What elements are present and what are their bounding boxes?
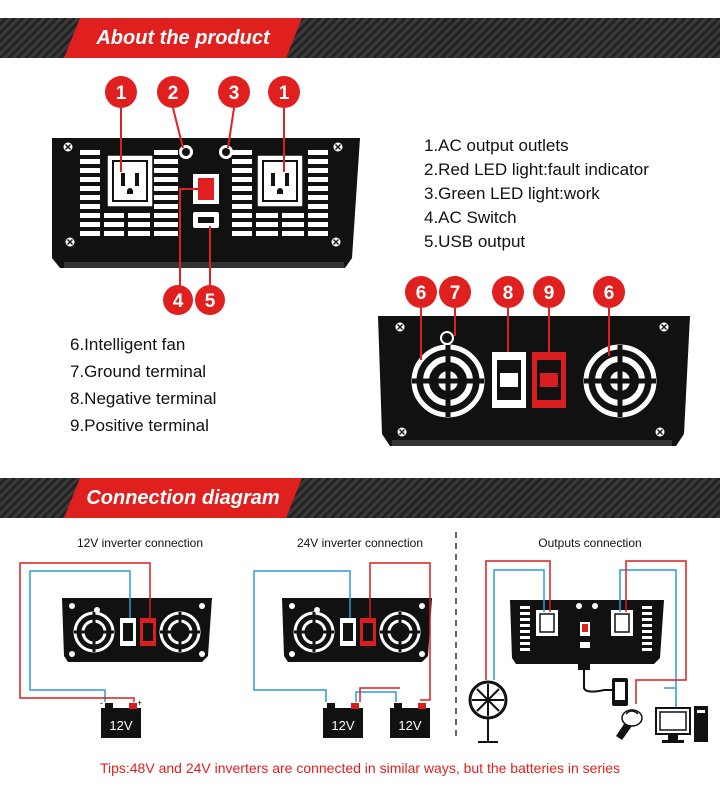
label-3: 3.Green LED light:work	[424, 184, 600, 203]
connection-24v-diagram	[253, 562, 434, 738]
label-5: 5.USB output	[424, 232, 526, 251]
caption-outputs: Outputs connection	[538, 536, 642, 550]
inverter-front-panel	[52, 138, 360, 268]
label-1: 1.AC output outlets	[424, 136, 569, 155]
front-labels-list: 1.AC output outlets 2.Red LED light:faul…	[424, 134, 649, 254]
connection-title: Connection diagram	[86, 487, 280, 509]
about-header-tag: About the product	[64, 18, 302, 58]
label-2: 2.Red LED light:fault indicator	[424, 160, 649, 179]
label-7: 7.Ground terminal	[70, 362, 207, 381]
standing-fan-icon	[468, 680, 508, 743]
marker-9: 9	[544, 283, 555, 304]
marker-1b: 1	[279, 83, 290, 104]
connection-header-tag: Connection diagram	[64, 478, 302, 518]
label-9: 9.Positive terminal	[70, 416, 209, 435]
marker-5: 5	[205, 291, 216, 312]
label-8: 8.Negative terminal	[70, 389, 217, 408]
inverter-back-panel	[378, 316, 690, 446]
marker-1a: 1	[116, 83, 127, 104]
caption-12v: 12V inverter connection	[76, 536, 204, 550]
computer-icon	[655, 706, 708, 743]
usb-phone-icon	[578, 660, 628, 706]
back-leader-lines	[420, 308, 610, 360]
connection-outputs-diagram	[468, 560, 708, 743]
tip-text: Tips:48V and 24V inverters are connected…	[99, 760, 621, 776]
marker-2: 2	[168, 83, 179, 104]
label-4: 4.AC Switch	[424, 208, 517, 227]
back-top-markers	[405, 276, 625, 308]
fan-right-icon	[584, 345, 656, 417]
marker-6b: 6	[604, 283, 615, 304]
caption-24v: 24V inverter connection	[296, 536, 424, 550]
back-labels-list: 6.Intelligent fan 7.Ground terminal 8.Ne…	[70, 331, 216, 439]
marker-8: 8	[503, 283, 514, 304]
marker-4: 4	[173, 291, 184, 312]
label-6: 6.Intelligent fan	[70, 335, 186, 354]
battery-12v-label: 12V	[109, 718, 133, 733]
svg-text:-: -	[100, 698, 103, 708]
marker-3: 3	[229, 83, 240, 104]
connection-12v-diagram: - +	[19, 562, 214, 738]
front-leader-lines	[120, 107, 285, 286]
fan-left-icon	[412, 345, 484, 417]
battery-24v-right-label: 12V	[398, 718, 422, 733]
svg-text:+: +	[137, 698, 142, 708]
front-bottom-markers	[163, 285, 225, 315]
marker-7: 7	[450, 283, 461, 304]
about-title: About the product	[96, 27, 270, 49]
light-bulb-icon	[616, 709, 643, 740]
front-top-markers	[105, 76, 300, 108]
marker-6a: 6	[416, 283, 427, 304]
battery-24v-left-label: 12V	[331, 718, 355, 733]
